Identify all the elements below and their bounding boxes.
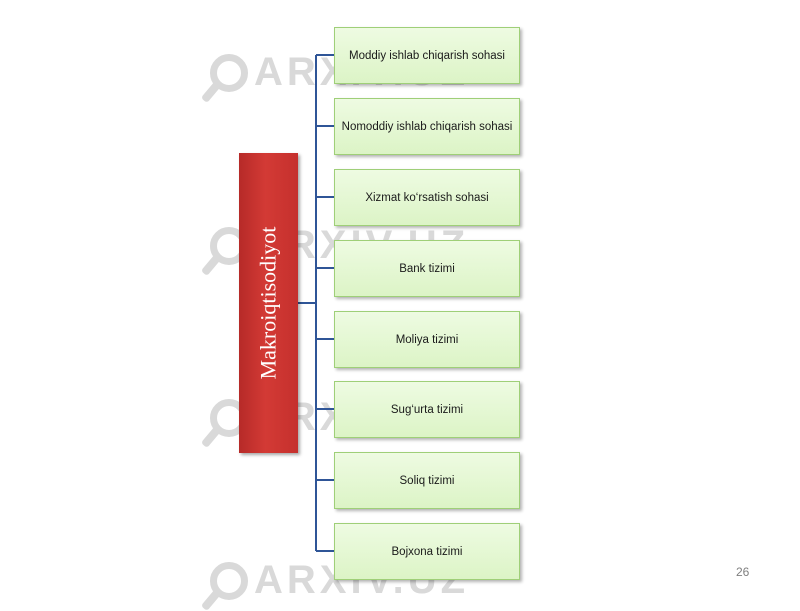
child-label: Xizmat ko‘rsatish sohasi <box>365 191 489 204</box>
child-label: Sug‘urta tizimi <box>390 403 464 416</box>
child-node: Moliya tizimi <box>334 311 520 368</box>
child-node: Moddiy ishlab chiqarish sohasi <box>334 27 520 84</box>
child-label: Nomoddiy ishlab chiqarish sohasi <box>341 120 513 133</box>
child-node: Xizmat ko‘rsatish sohasi <box>334 169 520 226</box>
magnifier-icon <box>210 53 248 92</box>
root-label: Makroiqtisodiyot <box>255 226 281 380</box>
root-node: Makroiqtisodiyot <box>239 153 298 453</box>
child-node: Bank tizimi <box>334 240 520 297</box>
child-label: Moddiy ishlab chiqarish sohasi <box>349 49 505 62</box>
child-node: Sug‘urta tizimi <box>334 381 520 438</box>
child-label: Moliya tizimi <box>395 333 459 346</box>
child-label: Soliq tizimi <box>399 474 455 487</box>
child-node: Bojxona tizimi <box>334 523 520 580</box>
child-node: Nomoddiy ishlab chiqarish sohasi <box>334 98 520 155</box>
child-label: Bojxona tizimi <box>391 545 463 558</box>
child-node: Soliq tizimi <box>334 452 520 509</box>
page-number: 26 <box>736 565 750 579</box>
child-label: Bank tizimi <box>399 262 455 275</box>
magnifier-icon <box>210 561 248 600</box>
